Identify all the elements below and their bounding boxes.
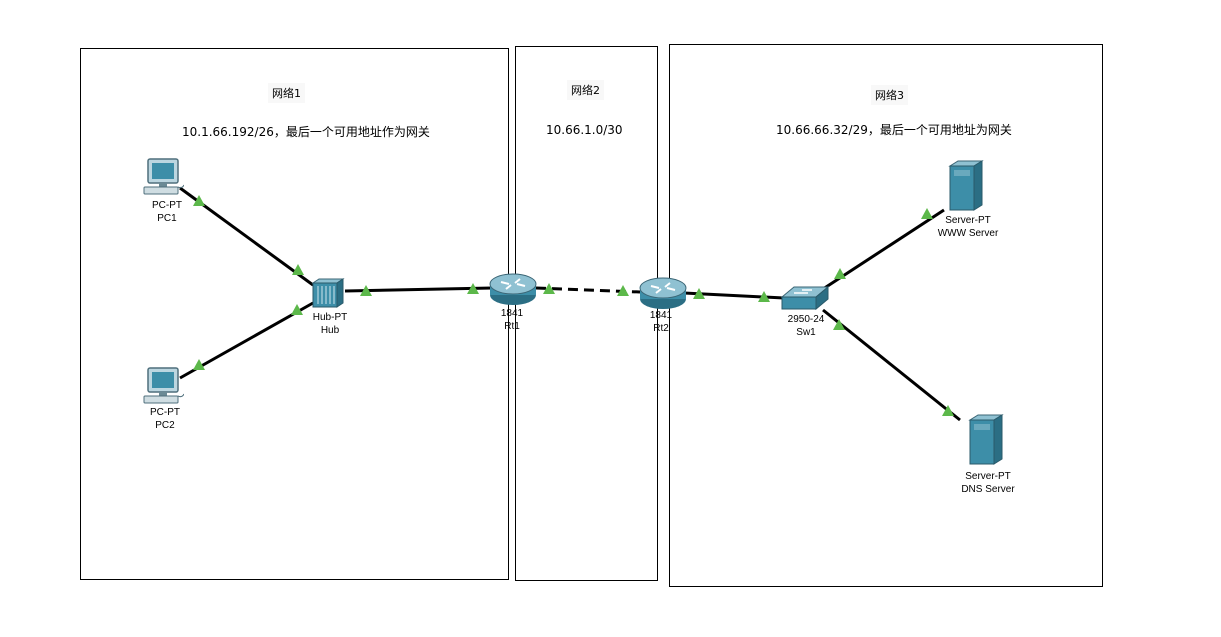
link-up-indicator <box>193 195 205 206</box>
server-icon <box>968 414 1004 465</box>
network3-region <box>669 44 1103 587</box>
pc2-device[interactable] <box>142 366 185 410</box>
hub-model: Hub-PT <box>312 312 348 323</box>
link-up-indicator <box>193 359 205 370</box>
pc-icon <box>143 367 185 404</box>
network3-label: 网络3 <box>871 85 908 105</box>
link-up-indicator <box>693 288 705 299</box>
link-up-indicator <box>834 268 846 279</box>
rt1-model: 1841 <box>500 308 524 319</box>
pc2-label: PC-PT PC2 <box>150 406 180 432</box>
pc1-label: PC-PT PC1 <box>152 199 182 225</box>
network2-label: 网络2 <box>567 80 604 100</box>
pc1-device[interactable] <box>142 157 185 201</box>
dns-server-name: DNS Server <box>961 484 1015 495</box>
www-server-model: Server-PT <box>945 215 991 226</box>
network3-subnet: 10.66.66.32/29，最后一个可用地址为网关 <box>776 123 1012 137</box>
www-server-device[interactable] <box>948 160 986 216</box>
sw1-label: 2950-24 Sw1 <box>788 313 825 339</box>
rt1-label: 1841 Rt1 <box>501 307 523 333</box>
pc1-name: PC1 <box>157 213 177 224</box>
link-hub-rt1[interactable] <box>344 286 493 293</box>
network1-subnet: 10.1.66.192/26，最后一个可用地址作为网关 <box>182 125 430 139</box>
sw1-name: Sw1 <box>796 327 816 338</box>
pc1-model: PC-PT <box>152 200 182 211</box>
network1-region <box>80 48 509 580</box>
www-server-name: WWW Server <box>937 228 999 239</box>
hub-device[interactable] <box>311 277 345 313</box>
network1-label: 网络1 <box>268 83 305 103</box>
link-up-indicator <box>833 319 845 330</box>
server-icon <box>948 160 984 211</box>
rt2-model: 1841 <box>649 310 673 321</box>
link-up-indicator <box>467 283 479 294</box>
link-up-indicator <box>942 405 954 416</box>
link-sw1-dns[interactable] <box>822 308 961 422</box>
link-up-indicator <box>292 264 304 275</box>
link-up-indicator <box>360 285 372 296</box>
dns-server-device[interactable] <box>968 414 1006 470</box>
hub-name: Hub <box>320 325 340 336</box>
switch-icon <box>780 285 830 311</box>
dns-server-model: Server-PT <box>965 471 1011 482</box>
pc-icon <box>143 158 185 195</box>
rt1-device[interactable] <box>488 271 538 311</box>
network2-subnet: 10.66.1.0/30 <box>546 123 623 137</box>
pc2-model: PC-PT <box>150 407 180 418</box>
link-up-indicator <box>291 304 303 315</box>
rt2-name: Rt2 <box>653 323 669 334</box>
rt2-device[interactable] <box>638 275 688 315</box>
link-up-indicator <box>758 291 770 302</box>
rt1-name: Rt1 <box>504 321 520 332</box>
rt2-label: 1841 Rt2 <box>650 309 672 335</box>
link-up-indicator <box>921 208 933 219</box>
link-up-indicator <box>617 285 629 296</box>
pc2-name: PC2 <box>155 420 175 431</box>
hub-label: Hub-PT Hub <box>313 311 347 337</box>
link-up-indicator <box>543 283 555 294</box>
router-icon <box>489 273 537 305</box>
hub-icon <box>311 278 345 308</box>
dns-server-label: Server-PT DNS Server <box>961 470 1014 496</box>
sw1-device[interactable] <box>780 285 830 317</box>
router-icon <box>639 277 687 309</box>
network2-region <box>515 46 658 581</box>
sw1-model: 2950-24 <box>787 314 825 325</box>
www-server-label: Server-PT WWW Server <box>938 214 999 240</box>
